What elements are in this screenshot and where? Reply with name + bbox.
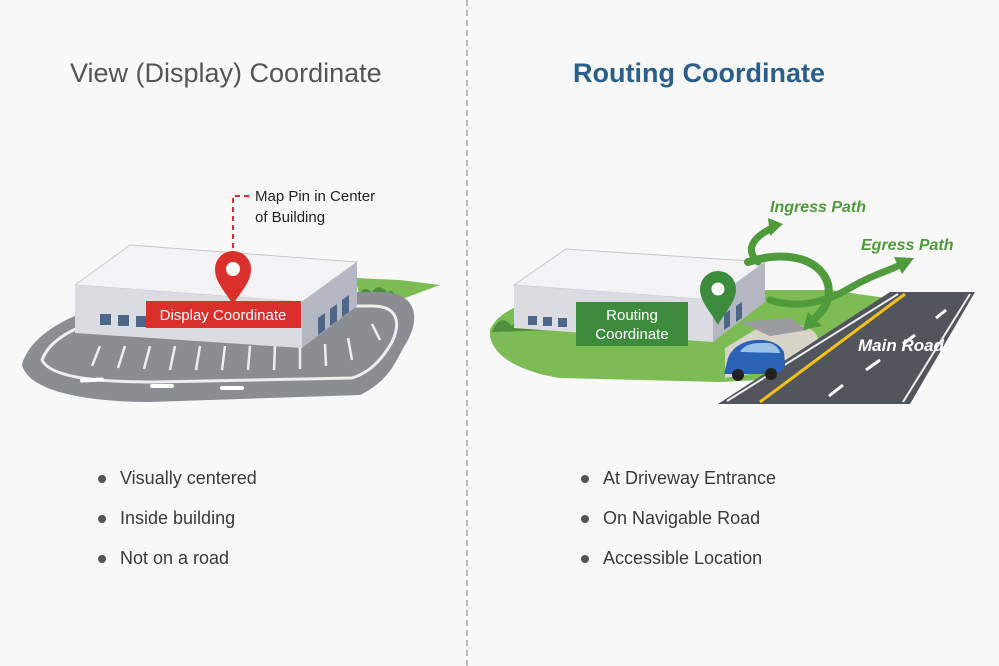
display-coordinate-label: Display Coordinate — [160, 307, 287, 324]
bullet-item: Visually centered — [98, 462, 257, 502]
ingress-path-label: Ingress Path — [770, 199, 866, 216]
green-map-pin-icon — [700, 271, 736, 325]
main-road-label: Main Road — [858, 336, 945, 355]
display-coordinate-label-box — [146, 301, 301, 328]
ingress-arrow-icon — [747, 218, 783, 266]
routing-label-line-1: Routing — [606, 307, 658, 324]
building-side — [302, 262, 357, 348]
routing-label-line-2: Coordinate — [595, 326, 668, 343]
egress-path-label: Egress Path — [861, 237, 954, 254]
right-bullet-list: At Driveway Entrance On Navigable Road A… — [581, 462, 776, 582]
building-windows — [528, 302, 742, 330]
right-scene-illustration: Routing Coordinate Ingress Path Egress P… — [489, 199, 975, 404]
callout-text-line-1: Map Pin in Center — [255, 188, 375, 205]
right-panel-title: Routing Coordinate — [573, 58, 825, 88]
bullet-item: On Navigable Road — [581, 502, 776, 542]
car-icon — [724, 339, 785, 381]
road-dashes — [80, 377, 244, 390]
road-lane-dashes — [828, 308, 947, 398]
bullet-item: Not on a road — [98, 542, 257, 582]
panel-divider — [466, 0, 468, 666]
bullet-item: Accessible Location — [581, 542, 776, 582]
building-windows — [100, 295, 349, 335]
left-panel-title: View (Display) Coordinate — [70, 58, 382, 88]
bullet-item: Inside building — [98, 502, 257, 542]
callout-leader-line — [232, 195, 249, 248]
main-road — [718, 292, 975, 404]
bullet-item: At Driveway Entrance — [581, 462, 776, 502]
routing-coordinate-label-box — [576, 302, 688, 346]
callout-text-line-2: of Building — [255, 209, 325, 226]
ingress-path-arrow — [744, 252, 833, 330]
left-scene-illustration: Display Coordinate Map Pin in Center of … — [22, 188, 440, 402]
left-bullet-list: Visually centered Inside building Not on… — [98, 462, 257, 582]
egress-path-arrow — [766, 257, 914, 308]
parking-apron — [740, 318, 808, 336]
parking-stalls — [90, 323, 382, 371]
road-yellow-line — [759, 292, 906, 404]
red-map-pin-icon — [215, 251, 251, 305]
